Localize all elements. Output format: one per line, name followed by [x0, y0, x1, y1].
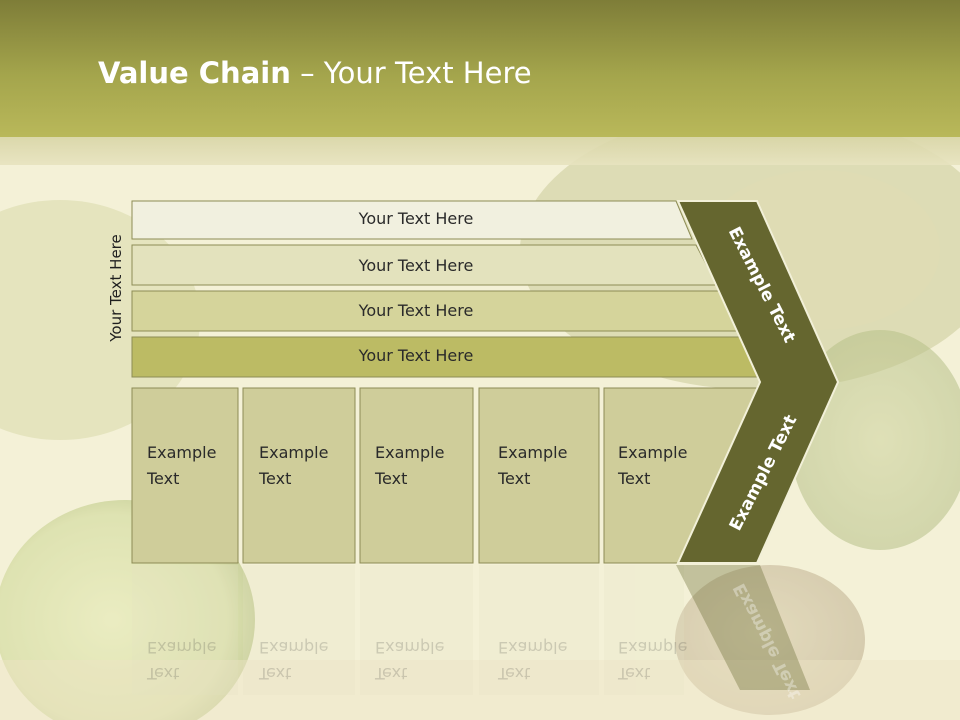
box-reflection-3-line2: Text — [375, 664, 408, 683]
box-reflection-5: Text Example — [618, 634, 687, 686]
header-strip — [0, 137, 960, 165]
chevron-arrow — [676, 200, 840, 564]
box-label-2-line1: Example — [259, 443, 329, 462]
box-label-1-line1: Example — [147, 443, 217, 462]
box-label-3-line2: Text — [375, 469, 408, 488]
title-rest: – Your Text Here — [290, 56, 532, 90]
box-reflection-4-line2: Text — [498, 664, 531, 683]
box-label-4-line1: Example — [498, 443, 568, 462]
box-reflection-3: Text Example — [375, 634, 444, 686]
box-1 — [131, 387, 239, 564]
title-bold: Value Chain — [98, 56, 291, 90]
box-reflection-2-line1: Example — [259, 638, 329, 657]
slide-title: Value Chain – Your Text Here — [98, 53, 532, 93]
bar-label-1: Your Text Here — [358, 209, 474, 228]
box-reflection-2-line2: Text — [259, 664, 292, 683]
bar-label-3: Your Text Here — [358, 301, 474, 320]
box-label-2-line2: Text — [259, 469, 292, 488]
chevron-reflection — [676, 565, 810, 690]
box-reflection-5-line1: Example — [618, 638, 688, 657]
box-reflection-1-line2: Text — [147, 664, 180, 683]
box-reflection-5-line2: Text — [618, 664, 651, 683]
reflection-group — [132, 565, 684, 695]
box-label-3-line1: Example — [375, 443, 445, 462]
header-band — [0, 0, 960, 137]
bar-label-2: Your Text Here — [358, 256, 474, 275]
box-reflection-4: Text Example — [498, 634, 567, 686]
box-reflection-1-line1: Example — [147, 638, 217, 657]
box-reflection-3-line1: Example — [375, 638, 445, 657]
box-3 — [359, 387, 474, 564]
box-label-5-line2: Text — [618, 469, 651, 488]
box-reflection-4-line1: Example — [498, 638, 568, 657]
box-label-1-line2: Text — [147, 469, 180, 488]
box-4 — [478, 387, 600, 564]
bar-label-4: Your Text Here — [358, 346, 474, 365]
box-2 — [242, 387, 356, 564]
box-label-4-line2: Text — [498, 469, 531, 488]
bar-1 — [131, 200, 693, 240]
box-reflection-2: Text Example — [259, 634, 328, 686]
box-reflection-1: Text Example — [147, 634, 216, 686]
box-label-5-line1: Example — [618, 443, 688, 462]
